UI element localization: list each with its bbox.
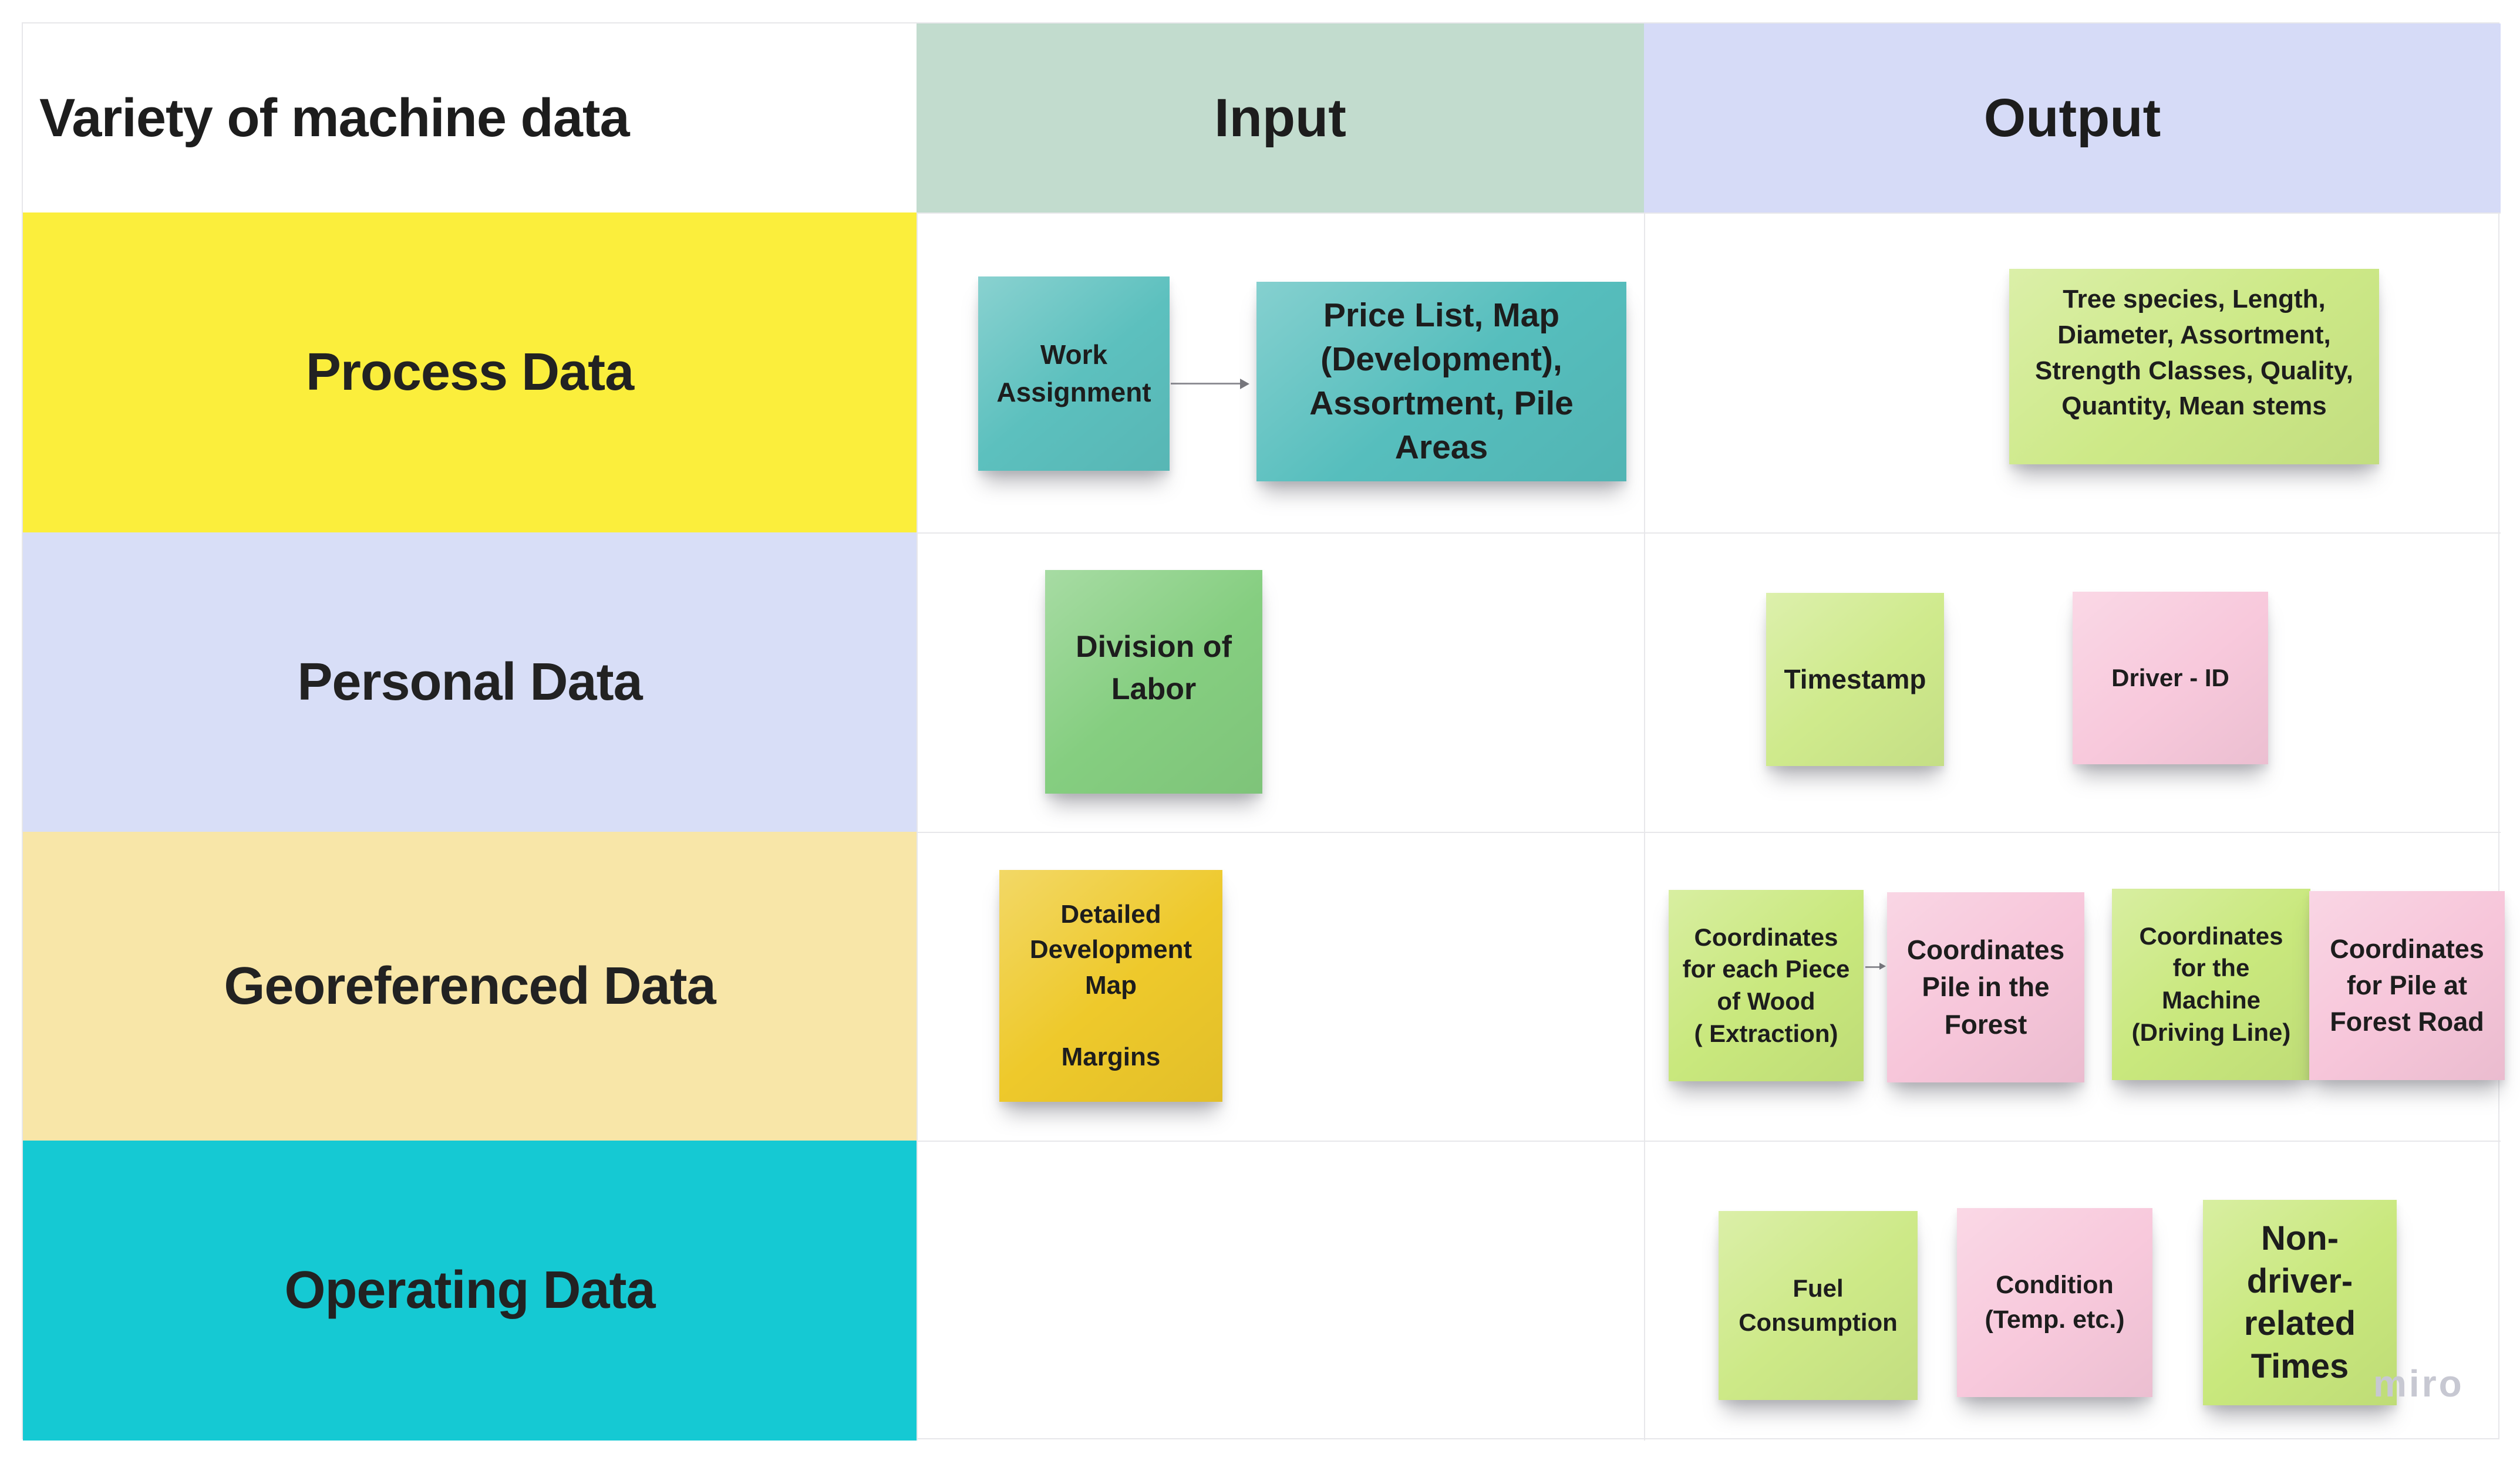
sticky-text: Fuel Consumption xyxy=(1739,1274,1898,1336)
row-label-process-data[interactable]: Process Data xyxy=(23,212,917,532)
sticky-text: Coordinates for each Piece of Wood ( Ext… xyxy=(1682,923,1850,1047)
sticky-text: Coordinates Pile in the Forest xyxy=(1906,934,2065,1040)
sticky-note-timestamp[interactable]: Timestamp xyxy=(1766,593,1944,766)
grid-line-horizontal-2 xyxy=(23,532,2501,534)
sticky-note-work-assignment[interactable]: Work Assignment xyxy=(978,276,1170,471)
column-header-output-label: Output xyxy=(1983,87,2161,148)
row-label-process-data-text: Process Data xyxy=(305,343,634,402)
data-matrix-table: Variety of machine data Input Output Pro… xyxy=(22,22,2505,1441)
sticky-text: Driver - ID xyxy=(2111,664,2229,692)
connector-arrowhead-icon xyxy=(1240,379,1249,389)
sticky-note-coordinates-pile-forest[interactable]: Coordinates Pile in the Forest xyxy=(1887,892,2084,1082)
sticky-note-fuel-consumption[interactable]: Fuel Consumption xyxy=(1719,1211,1918,1400)
row-label-operating-data-text: Operating Data xyxy=(284,1261,655,1320)
row-label-operating-data[interactable]: Operating Data xyxy=(23,1141,917,1441)
row-label-georeferenced-data[interactable]: Georeferenced Data xyxy=(23,832,917,1141)
sticky-note-non-driver-times[interactable]: Non- driver- related Times xyxy=(2203,1200,2397,1405)
mini-connector-arrowhead-icon xyxy=(1879,963,1886,970)
row-label-personal-data[interactable]: Personal Data xyxy=(23,532,917,832)
sticky-text: Division of Labor xyxy=(1076,629,1232,706)
sticky-text: Condition (Temp. etc.) xyxy=(1985,1270,2125,1334)
sticky-text: Non- driver- related Times xyxy=(2243,1219,2356,1385)
grid-line-horizontal-3 xyxy=(23,832,2501,833)
sticky-text: Tree species, Length, Diameter, Assortme… xyxy=(2034,285,2353,421)
row-label-personal-data-text: Personal Data xyxy=(297,652,642,711)
sticky-text: Coordinates for Pile at Forest Road xyxy=(2330,933,2484,1037)
grid-line-horizontal-4 xyxy=(23,1141,2501,1142)
miro-watermark: miro xyxy=(2373,1362,2464,1405)
sticky-note-division-of-labor[interactable]: Division of Labor xyxy=(1045,570,1262,794)
grid-line-vertical-2 xyxy=(1644,23,1645,1441)
sticky-note-detailed-development-map[interactable]: Detailed Development Map Margins xyxy=(999,870,1222,1102)
sticky-note-driver-id[interactable]: Driver - ID xyxy=(2073,592,2268,764)
sticky-note-coordinates-wood[interactable]: Coordinates for each Piece of Wood ( Ext… xyxy=(1669,890,1864,1081)
table-title: Variety of machine data xyxy=(39,87,630,148)
row-label-georeferenced-data-text: Georeferenced Data xyxy=(224,956,716,1016)
sticky-text: Work Assignment xyxy=(996,339,1151,407)
column-header-input[interactable]: Input xyxy=(917,23,1644,212)
sticky-note-condition[interactable]: Condition (Temp. etc.) xyxy=(1957,1208,2152,1397)
grid-line-vertical-1 xyxy=(917,23,918,1441)
sticky-text: Timestamp xyxy=(1784,663,1926,694)
sticky-text: Coordinates for the Machine (Driving Lin… xyxy=(2131,922,2291,1046)
sticky-text: Price List, Map (Development), Assortmen… xyxy=(1309,296,1574,467)
sticky-note-price-list[interactable]: Price List, Map (Development), Assortmen… xyxy=(1256,282,1626,481)
sticky-text: Detailed Development Map Margins xyxy=(1029,899,1192,1071)
sticky-note-coordinates-machine[interactable]: Coordinates for the Machine (Driving Lin… xyxy=(2112,889,2310,1080)
column-header-output[interactable]: Output xyxy=(1644,23,2501,212)
corner-cell[interactable]: Variety of machine data xyxy=(23,23,917,212)
sticky-note-tree-species[interactable]: Tree species, Length, Diameter, Assortme… xyxy=(2009,269,2379,464)
sticky-note-coordinates-pile-road[interactable]: Coordinates for Pile at Forest Road xyxy=(2309,891,2505,1080)
mini-connector-line[interactable] xyxy=(1865,966,1881,968)
connector-arrow-line[interactable] xyxy=(1171,383,1241,384)
grid-line-horizontal-1 xyxy=(23,212,2501,214)
column-header-input-label: Input xyxy=(1214,87,1346,148)
